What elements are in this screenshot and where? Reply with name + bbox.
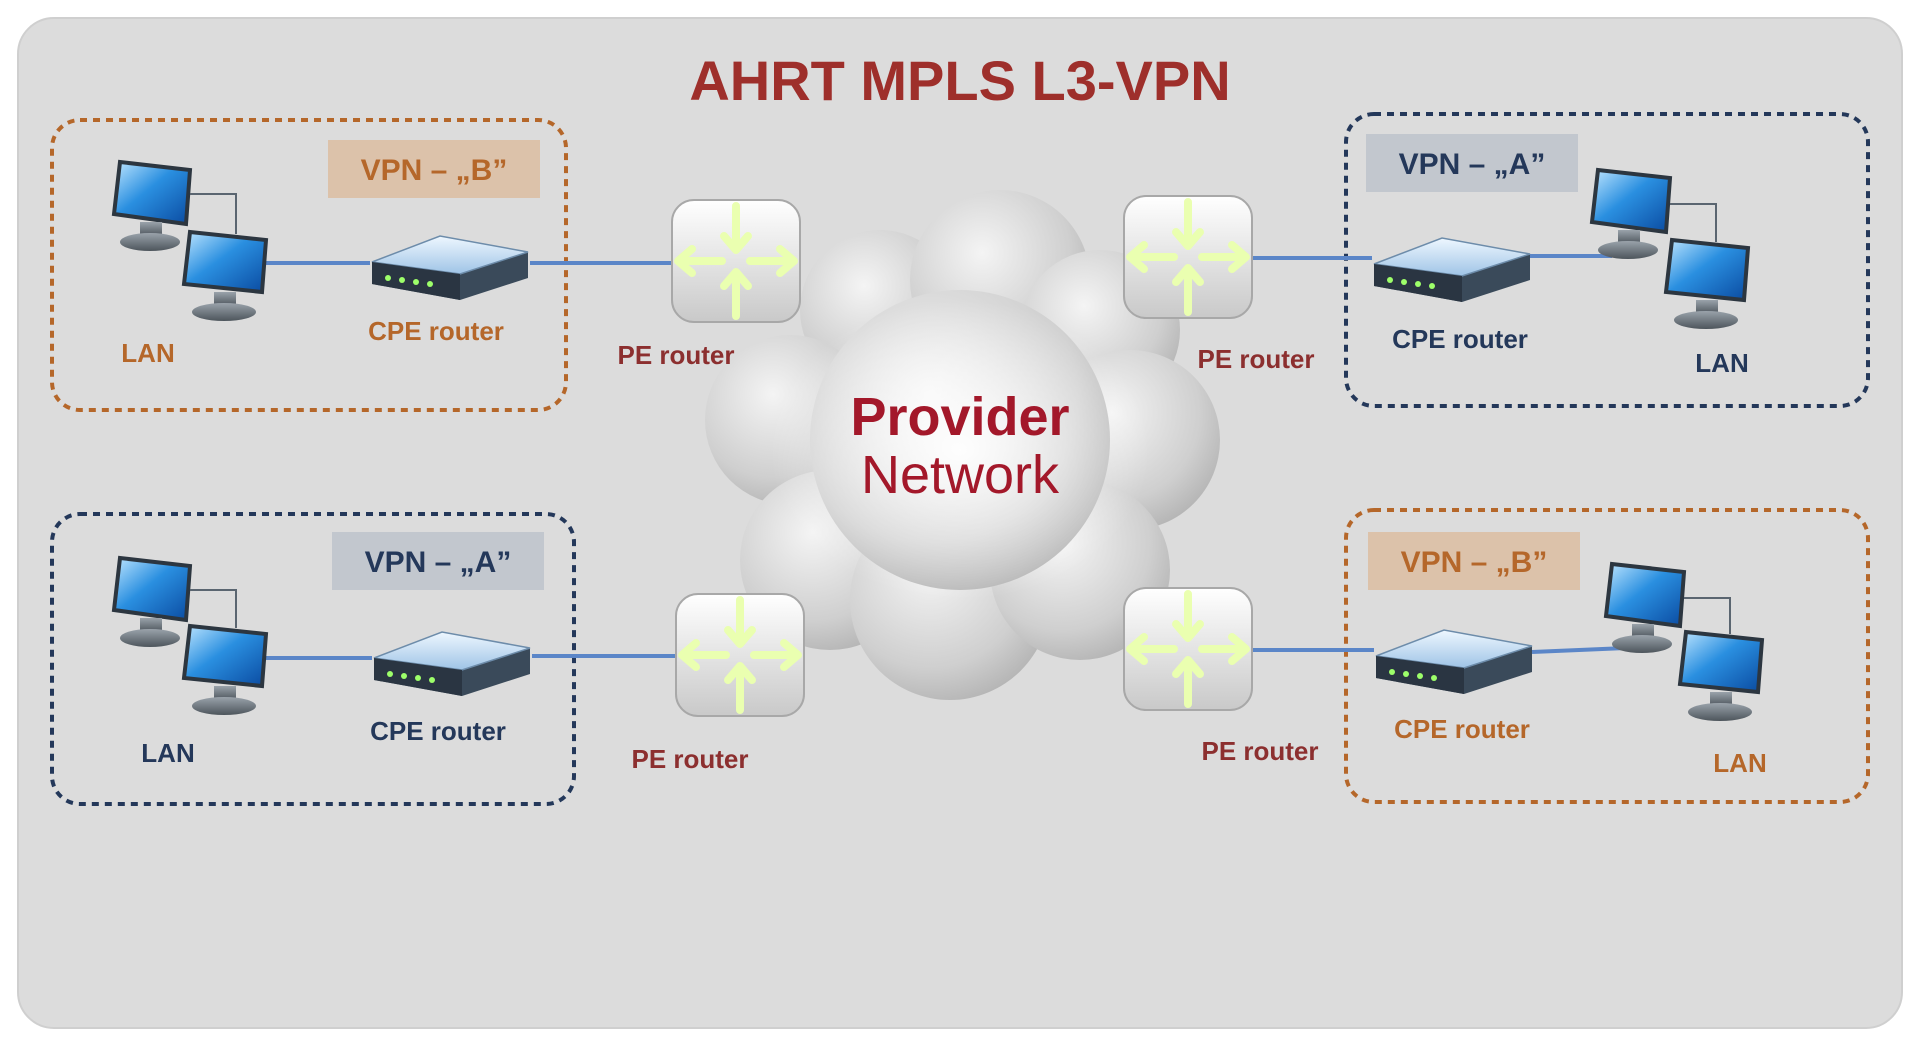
- lan-label: LAN: [1713, 748, 1766, 778]
- pe-router-label: PE router: [1201, 736, 1318, 766]
- site-bottom-left: VPN – „A” CPE router LAN: [50, 512, 805, 806]
- pe-router-icon: [1123, 195, 1253, 319]
- cpe-router-icon: [1375, 629, 1533, 694]
- site-top-right: VPN – „A” PE router CPE router: [1123, 112, 1870, 408]
- computer-icon: [1677, 629, 1765, 721]
- site-bottom-right: VPN – „B” PE router CPE router: [1123, 508, 1870, 804]
- cpe-router-label: CPE router: [370, 716, 506, 746]
- pe-router-label: PE router: [1197, 344, 1314, 374]
- lan-label: LAN: [141, 738, 194, 768]
- lan-link: [1531, 646, 1627, 654]
- cpe-router-icon: [1373, 237, 1531, 302]
- computer-icon: [111, 159, 193, 251]
- cpe-router-icon: [373, 631, 531, 696]
- computer-icon: [181, 623, 269, 715]
- lan-label: LAN: [1695, 348, 1748, 378]
- vpn-boundary: [1344, 508, 1870, 804]
- vpn-label: VPN – „A”: [1399, 148, 1546, 181]
- cloud-label-line2: Network: [861, 445, 1060, 505]
- vpn-label: VPN – „B”: [1401, 546, 1548, 579]
- cpe-router-label: CPE router: [368, 316, 504, 346]
- vpn-label-box: [1366, 134, 1578, 192]
- pe-router-label: PE router: [631, 744, 748, 774]
- vpn-label-box: [332, 532, 544, 590]
- vpn-label-box: [1368, 532, 1580, 590]
- pe-router-icon: [1123, 587, 1253, 711]
- vpn-boundary: [50, 512, 576, 806]
- computer-icon: [111, 555, 193, 647]
- pe-router-icon: [671, 199, 801, 323]
- diagram-title: AHRT MPLS L3-VPN: [689, 49, 1230, 112]
- lan-label: LAN: [121, 338, 174, 368]
- site-top-left: VPN – „B” CPE router LAN: [50, 118, 801, 412]
- pe-router-icon: [675, 593, 805, 717]
- cpe-router-label: CPE router: [1392, 324, 1528, 354]
- computer-icon: [1603, 561, 1687, 653]
- computer-icon: [1589, 167, 1673, 259]
- computer-icon: [1663, 237, 1751, 329]
- vpn-label-box: [328, 140, 540, 198]
- pe-router-label: PE router: [617, 340, 734, 370]
- cpe-router-label: CPE router: [1394, 714, 1530, 744]
- vpn-label: VPN – „B”: [361, 154, 508, 187]
- computer-icon: [181, 229, 269, 321]
- vpn-label: VPN – „A”: [365, 546, 512, 579]
- cpe-router-icon: [371, 235, 529, 300]
- cloud-label-line1: Provider: [850, 387, 1069, 447]
